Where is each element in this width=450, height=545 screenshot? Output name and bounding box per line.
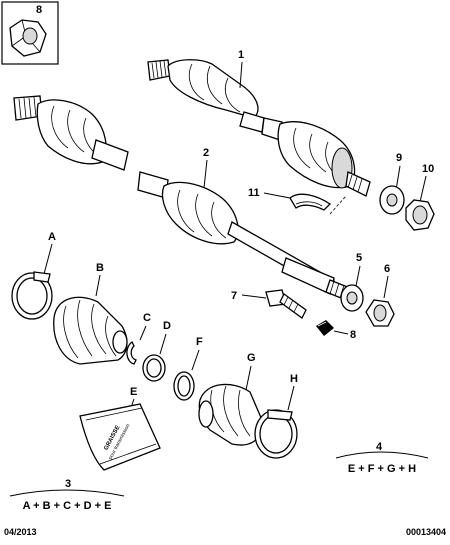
label-2: 2 [203,147,209,159]
label-e: E [130,386,137,398]
nut-icon [9,19,47,57]
drive-shaft-2 [13,95,351,301]
washer-9 [379,185,405,215]
label-9: 9 [396,152,402,164]
clamp-h [254,409,298,459]
nut-6 [365,299,395,327]
hub-nut-10 [405,199,435,231]
label-8-inset: 8 [36,4,42,16]
grease-packet-e: GRAISSE pour transmission [79,403,161,471]
boot-g [198,383,263,446]
inset-box: 8 [1,1,59,65]
label-4: 4 [376,441,383,453]
kit-3-formula: A + B + C + D + E [23,500,112,512]
label-a: A [48,231,56,243]
circlip-11 [289,193,332,211]
nut-8 [316,320,334,336]
label-7: 7 [231,290,237,302]
label-b: B [96,262,104,274]
bolt-7 [265,289,307,319]
label-h: H [290,373,298,385]
circlip-c [126,341,137,365]
label-10: 10 [422,163,434,175]
label-8: 8 [350,329,356,341]
label-5: 5 [356,252,362,264]
label-g: G [247,352,256,364]
label-3: 3 [65,478,71,490]
ring-d [142,354,166,382]
label-6: 6 [384,263,390,275]
kit-3-callout: 3 A + B + C + D + E [9,478,125,512]
kit-4-formula: E + F + G + H [348,463,416,475]
washer-5 [340,284,364,312]
drive-shaft-1 [147,59,371,197]
label-11: 11 [248,187,260,199]
footer-date: 04/2013 [4,527,37,537]
footer-code: 00013404 [405,527,446,537]
label-1: 1 [238,49,244,61]
kit-4-callout: 4 E + F + G + H [335,441,429,475]
ring-f [173,371,195,401]
label-c: C [143,312,151,324]
label-f: F [196,336,203,348]
label-d: D [163,320,171,332]
boot-b [53,296,128,365]
clamp-a [11,271,53,320]
